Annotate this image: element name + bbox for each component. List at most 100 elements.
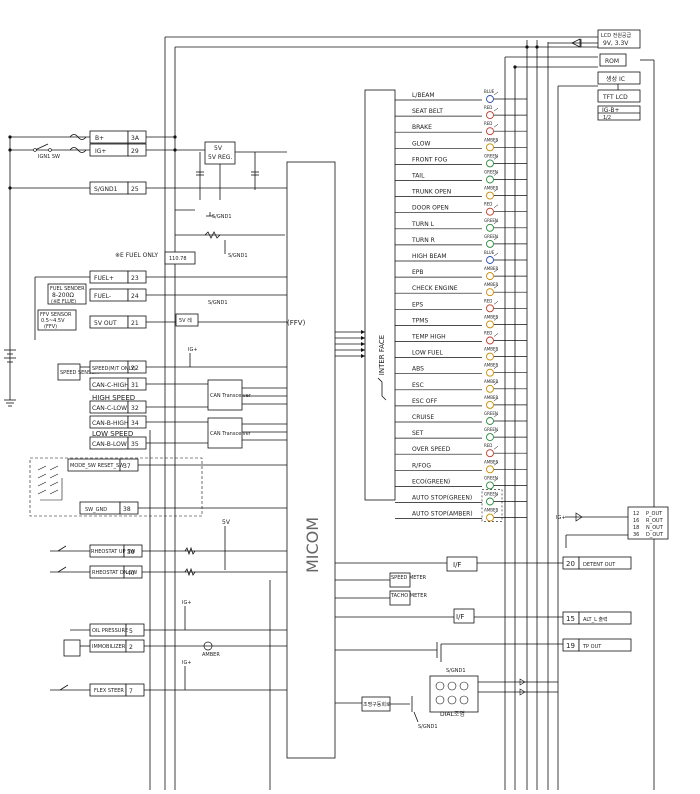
svg-text:DETENT OUT: DETENT OUT	[583, 562, 616, 568]
indicator-label: TURN R	[411, 237, 435, 244]
shift-output-num: 36	[633, 532, 639, 538]
indicator-label: R/FOG	[412, 462, 431, 469]
svg-text:I/F: I/F	[456, 613, 464, 621]
svg-text:(※E FLUE): (※E FLUE)	[51, 299, 76, 305]
speed-sensor-section: SPEED SENSOR SPEED(M/T ONLY) 22 IG+	[57, 347, 287, 381]
led-icon	[486, 320, 494, 329]
indicator-color: AMBER	[484, 266, 498, 271]
svg-text:S/GND1: S/GND1	[212, 214, 232, 220]
indicator-label: AUTO STOP(GREEN)	[412, 495, 472, 502]
tp-output: S/GND1 19 TP OUT	[335, 638, 632, 674]
indicator-label: TURN L	[411, 221, 435, 228]
indicator-label: BRAKE	[412, 124, 432, 131]
svg-text:IG+: IG+	[182, 660, 192, 666]
svg-text:※E FUEL ONLY: ※E FUEL ONLY	[115, 252, 158, 259]
led-icon	[486, 223, 494, 232]
led-icon	[486, 239, 494, 248]
indicator-label: AUTO STOP(AMBER)	[412, 511, 473, 518]
led-icon	[486, 400, 494, 409]
indicator-color: AMBER	[484, 363, 498, 368]
lcd-power-block: LCD 전원공급 9V, 3.3V	[597, 29, 641, 49]
svg-text:OIL PRESSURE: OIL PRESSURE	[92, 628, 128, 634]
svg-text:SPEED(M/T ONLY): SPEED(M/T ONLY)	[92, 366, 136, 372]
indicator-label: SEAT BELT	[412, 108, 443, 115]
indicator-row: TURN L GREEN	[395, 218, 527, 232]
led-icon	[486, 175, 494, 184]
svg-text:S/GND1: S/GND1	[94, 186, 118, 193]
led-icon	[486, 336, 494, 345]
led-icon	[486, 95, 494, 103]
svg-text:37: 37	[123, 463, 131, 470]
svg-text:CAN Transceiver: CAN Transceiver	[210, 393, 252, 399]
indicator-color: AMBER	[484, 314, 498, 319]
gen-ic-block: 생성 IC	[597, 71, 641, 85]
interface-label: INTER FACE	[378, 335, 386, 375]
svg-text:40: 40	[127, 570, 135, 577]
micom-block	[286, 161, 336, 759]
svg-text:CAN-B-LOW: CAN-B-LOW	[92, 441, 127, 448]
indicator-color: GREEN	[484, 218, 498, 223]
shift-output-num: 12	[633, 511, 639, 517]
svg-text:FUEL SENDER: FUEL SENDER	[50, 286, 85, 292]
indicator-color: AMBER	[484, 137, 498, 142]
svg-text:29: 29	[131, 148, 139, 155]
rom-block: ROM	[599, 53, 627, 67]
svg-text:S/GND1: S/GND1	[418, 724, 438, 730]
led-icon	[486, 497, 494, 506]
led-icon	[486, 465, 494, 474]
led-icon	[486, 127, 494, 136]
svg-text:FFV SENSOR: FFV SENSOR	[40, 312, 72, 318]
svg-text:IG+: IG+	[182, 600, 192, 606]
svg-text:ALT_L 출력: ALT_L 출력	[583, 616, 608, 623]
rheostat-section: 5V RHEOSTAT UP SW 39 RHEOSTAT DN SW 40	[50, 519, 287, 579]
tacho-meter: TACHO METER	[335, 590, 427, 606]
svg-text:22: 22	[131, 365, 139, 372]
indicator-label: TEMP HIGH	[411, 334, 446, 341]
svg-text:CAN-B-HIGH: CAN-B-HIGH	[92, 420, 128, 427]
svg-text:CAN Transceiver: CAN Transceiver	[210, 431, 252, 437]
svg-text:9V, 3.3V: 9V, 3.3V	[603, 40, 629, 47]
indicator-color: RED	[484, 331, 492, 336]
shift-output-label: D_OUT	[646, 532, 664, 538]
svg-text:조명구동회로: 조명구동회로	[363, 701, 391, 708]
svg-text:FUEL+: FUEL+	[94, 275, 114, 282]
speed-meter: SPEED METER	[335, 572, 427, 588]
svg-text:생성 IC: 생성 IC	[606, 75, 625, 83]
svg-text:38: 38	[123, 506, 131, 513]
switch-matrix: MODE_SW RESET_SW 37 SW_GND 38	[29, 457, 287, 517]
svg-text:5V: 5V	[214, 145, 223, 152]
svg-text:5V OUT: 5V OUT	[94, 320, 117, 327]
indicator-color: AMBER	[484, 459, 498, 464]
led-icon	[486, 111, 494, 120]
svg-text:24: 24	[131, 293, 139, 300]
svg-text:HIGH SPEED: HIGH SPEED	[92, 394, 135, 402]
pin-fuel-plus: FUEL+ 23	[89, 270, 287, 284]
indicator-row: AUTO STOP(GREEN)GREEN	[395, 492, 527, 506]
svg-text:S/GND1: S/GND1	[228, 253, 248, 259]
svg-text:TP OUT: TP OUT	[582, 644, 602, 650]
led-icon	[486, 272, 494, 281]
indicator-label: LOW FUEL	[412, 350, 443, 357]
led-icon	[486, 159, 494, 168]
indicator-label: CRUISE	[412, 414, 434, 421]
indicator-color: AMBER	[484, 379, 498, 384]
svg-text:110.78: 110.78	[169, 256, 187, 262]
indicator-color: AMBER	[484, 395, 498, 400]
shift-output-label: N_OUT	[646, 525, 664, 531]
shift-output-num: 18	[633, 525, 639, 531]
indicator-color: GREEN	[484, 153, 498, 158]
alt-output: I/F 15 ALT_L 출력	[335, 608, 632, 625]
